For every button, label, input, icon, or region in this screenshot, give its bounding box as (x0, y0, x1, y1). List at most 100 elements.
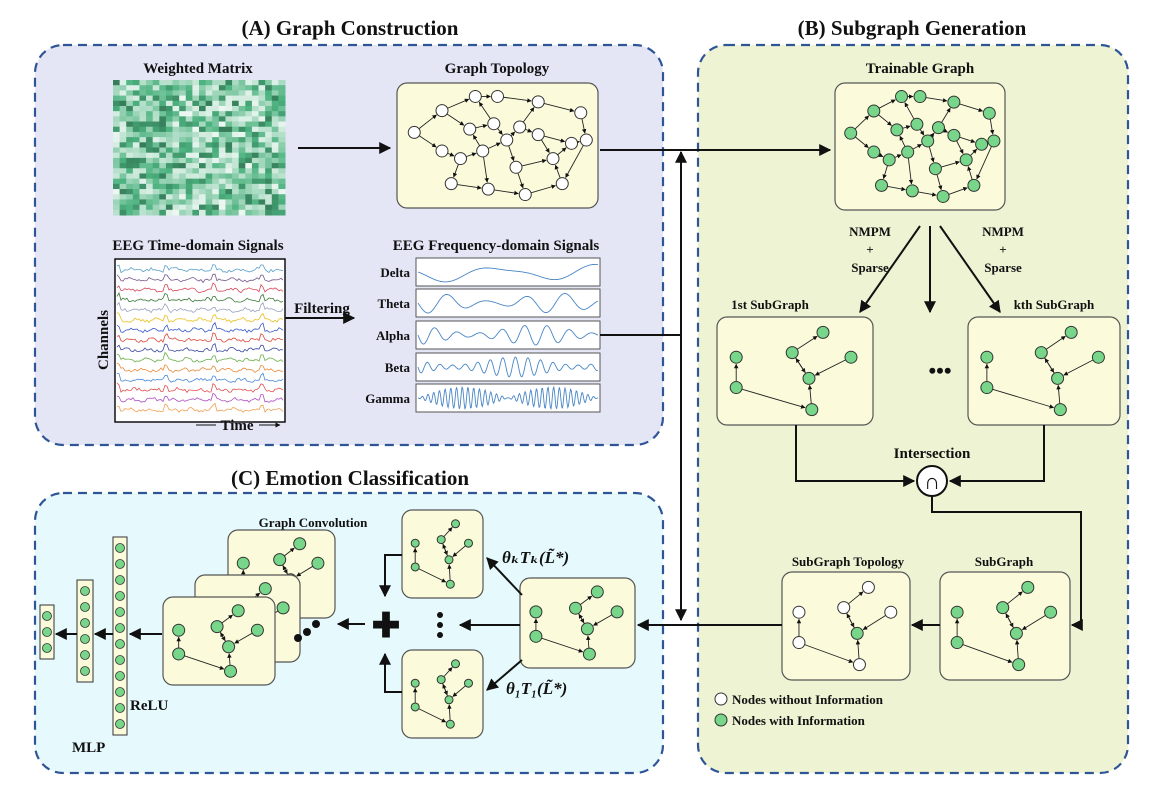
matrix-cell (119, 183, 127, 190)
matrix-cell (258, 121, 266, 128)
matrix-cell (271, 90, 279, 97)
band-label-gamma: Gamma (365, 391, 410, 406)
matrix-cell (212, 126, 220, 133)
matrix-cell (205, 147, 213, 154)
matrix-cell (159, 157, 167, 164)
matrix-cell (139, 137, 147, 143)
matrix-cell (271, 80, 279, 86)
matrix-cell (146, 85, 154, 91)
graph-node (875, 178, 888, 192)
matrix-cell (126, 209, 134, 216)
graph-node (481, 182, 495, 196)
graph-edge (848, 591, 864, 605)
svg-text:NMPM: NMPM (849, 224, 891, 239)
graph-edge (447, 98, 470, 109)
matrix-cell (132, 116, 140, 123)
matrix-cell (238, 199, 246, 206)
graph-edge (878, 99, 896, 109)
matrix-cell (212, 152, 220, 159)
graph-edge (443, 667, 453, 677)
band-signal (417, 325, 599, 346)
matrix-cell (265, 142, 273, 148)
matrix-cell (172, 116, 180, 123)
graph-edge (282, 565, 289, 575)
graph-edge (517, 172, 524, 189)
matrix-cell (139, 131, 147, 138)
matrix-cell (139, 189, 147, 195)
matrix-cell (165, 111, 174, 117)
matrix-cell (205, 100, 213, 107)
matrix-cell (245, 80, 253, 86)
matrix-cell (258, 163, 266, 169)
graph-node (901, 145, 915, 159)
graph-edge (442, 683, 448, 697)
graph-edge (862, 615, 886, 631)
matrix-cell (119, 137, 127, 143)
matrix-cell (258, 189, 266, 195)
graph-node (410, 562, 420, 572)
matrix-cell (265, 168, 273, 174)
matrix-cell (172, 163, 180, 169)
matrix-cell (212, 105, 220, 112)
line-kth-to-intersection (948, 425, 1045, 487)
graph-node (1051, 371, 1065, 385)
matrix-cell (146, 116, 154, 123)
matrix-cell (132, 163, 140, 169)
matrix-cell (271, 116, 279, 123)
subgraph-topology (781, 571, 911, 681)
matrix-cell (245, 199, 253, 206)
matrix-cell (146, 105, 154, 112)
matrix-cell (113, 90, 121, 97)
svg-text:Sparse: Sparse (984, 260, 1022, 275)
matrix-cell (119, 105, 127, 112)
matrix-cell (218, 152, 226, 159)
matrix-cell (258, 95, 266, 102)
arrow-to-first-subgraph (859, 225, 921, 313)
matrix-cell (172, 111, 180, 117)
matrix-cell (212, 137, 220, 143)
mlp-neuron (115, 575, 125, 585)
relu-label: ReLU (130, 698, 168, 714)
graph-edge (959, 103, 984, 113)
graph-node (882, 153, 896, 167)
graph-edge (452, 164, 459, 178)
matrix-cell (185, 131, 193, 138)
matrix-cell (159, 121, 167, 128)
matrix-cell (218, 147, 226, 154)
matrix-cell (179, 142, 187, 148)
matrix-cell (245, 137, 253, 143)
matrix-cell (232, 209, 240, 216)
matrix-cell (199, 173, 207, 180)
graph-node (850, 626, 864, 640)
matrix-cell (172, 194, 180, 200)
matrix-cell (146, 90, 154, 97)
matrix-cell (119, 178, 127, 185)
graph-edge (796, 335, 818, 350)
matrix-cell (212, 121, 220, 128)
matrix-cell (152, 121, 160, 128)
matrix-cell (179, 85, 187, 91)
matrix-cell (152, 199, 160, 206)
matrix-cell (251, 137, 260, 143)
graph-node (444, 695, 454, 705)
matrix-cell (126, 121, 134, 128)
matrix-cell (172, 152, 180, 159)
matrix-cell (139, 100, 147, 107)
matrix-cell (132, 121, 140, 128)
matrix-cell (159, 189, 167, 195)
matrix-cell (271, 147, 279, 154)
matrix-cell (172, 105, 180, 112)
matrix-cell (251, 194, 260, 200)
matrix-cell (119, 121, 127, 128)
graph-node (861, 580, 875, 594)
matrix-cell (126, 157, 134, 164)
graph-node (867, 145, 881, 159)
matrix-cell (192, 204, 200, 211)
matrix-cell (265, 147, 273, 154)
matrix-cell (225, 199, 233, 206)
matrix-cell (119, 116, 127, 123)
matrix-cell (159, 178, 167, 185)
matrix-cell (152, 152, 160, 159)
matrix-cell (179, 168, 187, 174)
matrix-cell (258, 168, 266, 174)
